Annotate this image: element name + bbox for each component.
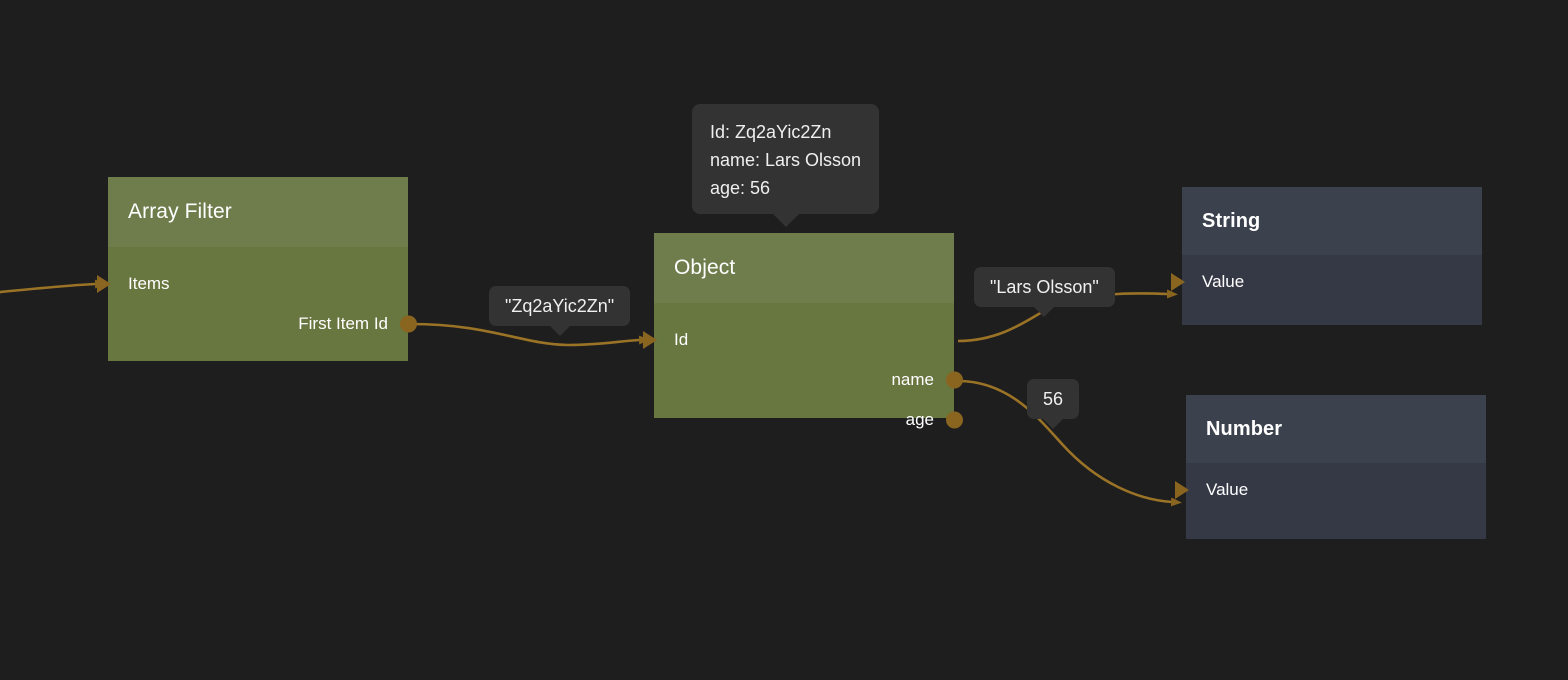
edge-firstitemid-to-id: [409, 322, 650, 347]
input-port-number-value-icon[interactable]: [1175, 481, 1189, 499]
node-array-filter-body: Items First Item Id: [97, 247, 417, 361]
port-label-object-id: Id: [674, 330, 689, 349]
input-port-id-icon[interactable]: [643, 331, 657, 349]
port-label-first-item-id: First Item Id: [298, 314, 388, 333]
node-string-header[interactable]: String: [1182, 187, 1482, 255]
port-row-first-item-id[interactable]: First Item Id: [108, 304, 417, 344]
port-label-number-value: Value: [1206, 480, 1249, 499]
port-label-object-age: age: [905, 410, 934, 429]
edge-label-age: 56: [1027, 379, 1080, 419]
port-row-string-value[interactable]: Value: [1171, 262, 1482, 302]
port-label-object-name: name: [891, 370, 934, 389]
port-label-items: Items: [128, 274, 170, 293]
edge-label-name: "Lars Olsson": [974, 267, 1115, 307]
port-label-string-value: Value: [1202, 272, 1245, 291]
port-row-items[interactable]: Items: [97, 264, 408, 304]
output-port-first-item-id-icon[interactable]: [400, 315, 417, 333]
input-port-items-icon[interactable]: [97, 275, 111, 293]
edge-label-first-item-id-text: "Zq2aYic2Zn": [505, 295, 615, 316]
node-object-body: Id name age: [643, 303, 963, 429]
node-object[interactable]: Object Id name age: [643, 233, 963, 429]
object-preview-tooltip: Id: Zq2aYic2Zn name: Lars Olsson age: 56: [692, 104, 880, 215]
output-port-name-icon[interactable]: [946, 371, 963, 389]
tooltip-line-name: name: Lars Olsson: [710, 150, 862, 171]
edge-label-age-text: 56: [1043, 388, 1064, 409]
node-number-body: Value: [1175, 463, 1486, 539]
node-object-title: Object: [674, 256, 736, 279]
node-number-header[interactable]: Number: [1186, 395, 1486, 463]
node-string-title: String: [1202, 209, 1261, 232]
node-object-header[interactable]: Object: [654, 233, 954, 303]
node-array-filter[interactable]: Array Filter Items First Item Id: [97, 177, 417, 361]
input-port-string-value-icon[interactable]: [1171, 273, 1185, 291]
port-row-object-name[interactable]: name: [654, 360, 963, 400]
node-number[interactable]: Number Value: [1175, 395, 1486, 539]
node-string-body: Value: [1171, 255, 1482, 325]
output-port-age-icon[interactable]: [946, 411, 963, 429]
port-row-number-value[interactable]: Value: [1175, 470, 1486, 510]
node-array-filter-header[interactable]: Array Filter: [108, 177, 408, 247]
port-row-object-id[interactable]: Id: [643, 320, 954, 360]
edge-label-name-text: "Lars Olsson": [990, 276, 1099, 297]
port-row-object-age[interactable]: age: [654, 400, 963, 440]
node-number-title: Number: [1206, 417, 1283, 440]
node-string[interactable]: String Value: [1171, 187, 1482, 325]
tooltip-line-age: age: 56: [710, 178, 771, 199]
node-array-filter-title: Array Filter: [128, 200, 232, 223]
edge-incoming-items: [0, 279, 106, 294]
edge-label-first-item-id: "Zq2aYic2Zn": [489, 286, 631, 326]
tooltip-line-id: Id: Zq2aYic2Zn: [710, 122, 832, 142]
